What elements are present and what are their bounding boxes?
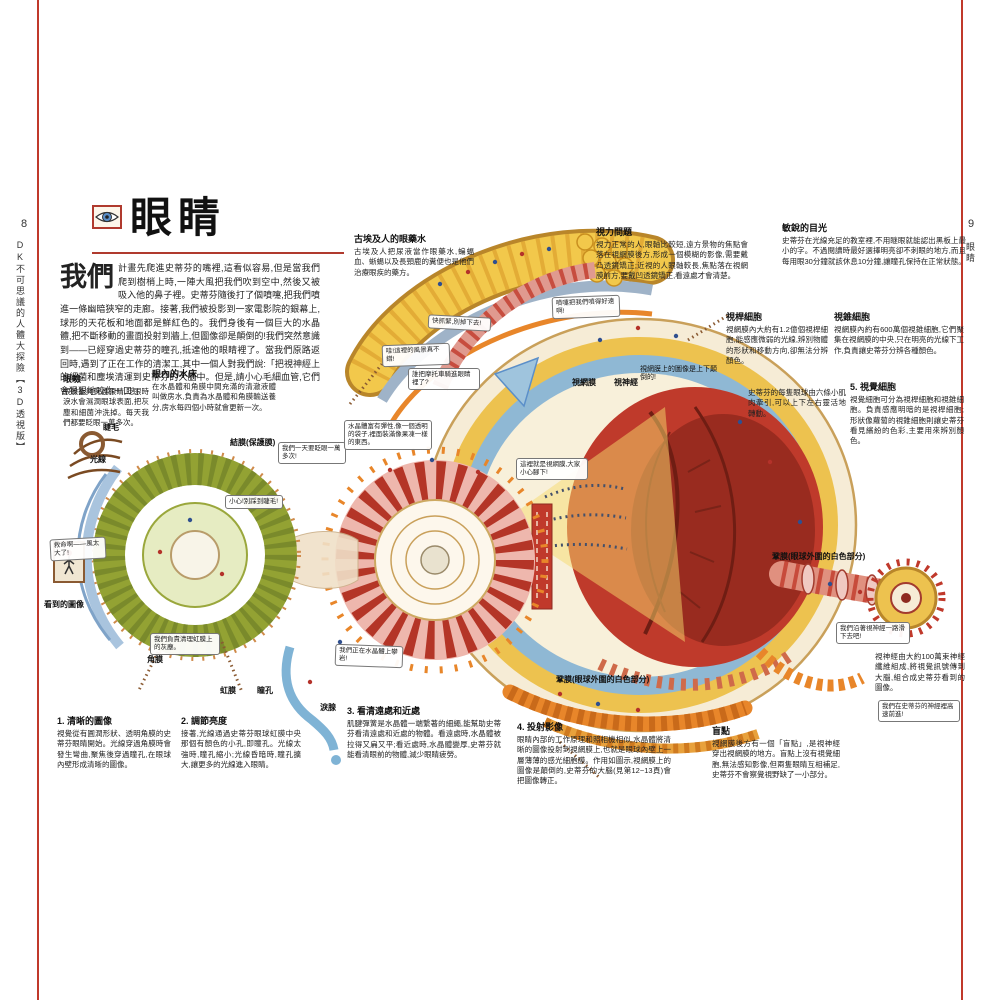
tiny-explorer-figures (157, 246, 863, 713)
annotation-visual-cells: 5. 視覺細胞視覺細胞可分為視桿細胞和視錐細胞。負責感應明暗的是視桿細胞;形狀像… (850, 382, 964, 446)
intro-dropcap: 我們 (60, 262, 114, 292)
page-number-right: 9 (968, 218, 975, 230)
label-light-ray: 光線 (90, 455, 106, 464)
annotation-cone-cells: 視錐細胞視網膜內約有600萬個視錐細胞,它們聚集在視網膜的中央,只在明亮的光線下… (834, 312, 964, 355)
label-inverted-image: 視網膜上的圖像是上下顛倒的! (640, 366, 717, 382)
annotation-aqueous-humor: 眼內的水床在水晶體和角膜中間充滿的清澈液體叫做房水,負責為水晶體和角膜輸送養分,… (152, 369, 276, 412)
annotation-rod-cells: 視桿細胞視網膜內大約有1.2億個視桿細胞,能感應微弱的光線,辨別物體的形狀和移動… (726, 312, 828, 366)
label-tear-gland: 淚腺 (320, 703, 336, 712)
spine-chapter-title: 眼睛 (965, 242, 975, 264)
label-seen-image: 看到的圖像 (44, 600, 84, 609)
left-bleed-line (37, 0, 39, 1000)
intro-text: 計畫先爬進史蒂芬的嘴裡,這看似容易,但是當我們爬到樹梢上時,一陣大風把我們吹到空… (60, 263, 320, 397)
annotation-step1-clear-image: 1. 清晰的圖像視覺從有圓潤形狀、透明角膜的史蒂芬眼睛開始。光線穿過角膜時會發生… (57, 716, 171, 770)
annotation-step2-brightness: 2. 調節亮度接著,光線通過史蒂芬眼球虹膜中央那個有顏色的小孔,即瞳孔。光線太強… (181, 716, 301, 770)
speech-bubble: 我們正在水晶體上攀岩! (334, 643, 404, 669)
label-sclera-right: 鞏膜(眼球外圍的白色部分) (772, 552, 866, 561)
label-sclera-bottom: 鞏膜(眼球外圍的白色部分) (556, 675, 650, 684)
eye-cutaway-illustration (53, 228, 946, 780)
label-eyelash: 睫毛 (103, 423, 119, 432)
speech-bubble: 水晶體富有彈性,像一個透明的袋子,裡面裝滿像果凍一樣的東西。 (344, 420, 432, 451)
label-pupil: 瞳孔 (257, 686, 273, 695)
speech-bubble: 噴嚏把我們噴得好遠啊! (551, 294, 621, 320)
page-title: 眼睛 (130, 196, 227, 242)
eye-logo-icon (92, 204, 122, 234)
annotation-eyelid: 眼瞼眼瞼能夠保護眼睛,眨眼時淚水會濕潤眼球表面,把灰塵和細菌沖洗掉。每天我們都要… (63, 374, 149, 428)
label-cornea: 角膜 (147, 655, 163, 664)
speech-bubble: 誰把摩托車騎進眼睛裡了? (408, 368, 480, 391)
speech-bubble: 這裡就是視網膜,大家小心腳下! (516, 458, 588, 481)
honeycomb-fat-cluster (576, 233, 634, 287)
speech-bubble: 小心!別踩到睫毛! (225, 495, 283, 510)
intro-paragraph: 我們計畫先爬進史蒂芬的嘴裡,這看似容易,但是當我們爬到樹梢上時,一陣大風把我們吹… (60, 262, 320, 399)
speech-bubble: 我們沿著視神經一路滑下去吧! (836, 622, 910, 645)
label-retina: 視網膜 (572, 378, 596, 387)
annotation-sharp-eyesight: 敏銳的目光史蒂芬在光線充足的教室裡,不用瞇眼就能認出黑板上最小的字。不過閱讀時最… (782, 223, 966, 266)
speech-bubble: 我們一天要眨眼一萬多次! (278, 442, 346, 465)
annotation-step4-projection: 4. 投射影像眼睛內部的工作原理和照相機相似,水晶體將清晰的圖像投射到視網膜上,… (517, 722, 671, 786)
page-number-left: 8 (21, 218, 28, 230)
annotation-optic-nerve: 視神經由大約100萬束神經纖維組成,將視覺訊號傳到大腦,組合成史蒂芬看到的圖像。 (875, 652, 965, 693)
annotation-eye-muscles-note: 史蒂芬的每隻眼球由六條小肌肉牽引,可以上下左右靈活地轉動。 (748, 388, 846, 418)
spine-series-title: DK不可思議的人體大探險【3D透視版】 (15, 240, 25, 453)
speech-bubble: 我們負責清理虹膜上的灰塵。 (150, 633, 220, 656)
label-conjunctiva: 結膜(保護膜) (230, 438, 276, 447)
annotation-blind-spot: 盲點視網膜後方有一個「盲點」,是視神經穿出視網膜的地方。盲點上沒有視覺細胞,無法… (712, 726, 840, 780)
speech-bubble: 哇!這裡的風景真不錯! (381, 342, 451, 368)
annotation-vision-problems: 視力問題視力正常的人,眼軸比較短,遠方景物的焦點會落在視網膜後方,形成一個模糊的… (596, 227, 748, 281)
title-underline (92, 252, 344, 254)
label-iris: 虹膜 (220, 686, 236, 695)
label-optic-nerve: 視神經 (614, 378, 638, 387)
annotation-step3-focus: 3. 看清遠處和近處肌腱彈簧是水晶體一端繫著的細繩,能幫助史蒂芬看清遠處和近處的… (347, 706, 501, 760)
right-bleed-line (961, 0, 963, 1000)
annotation-egyptian-eyedrops: 古埃及人的眼藥水古埃及人把尿液當作眼藥水,蝙蝠血、蜥蜴以及長頸鹿的糞便也是他們治… (354, 234, 474, 277)
speech-bubble: 救命啊——風太大了! (49, 536, 107, 562)
speech-bubble: 我們在史蒂芬的神經裡高速前進! (878, 700, 960, 723)
